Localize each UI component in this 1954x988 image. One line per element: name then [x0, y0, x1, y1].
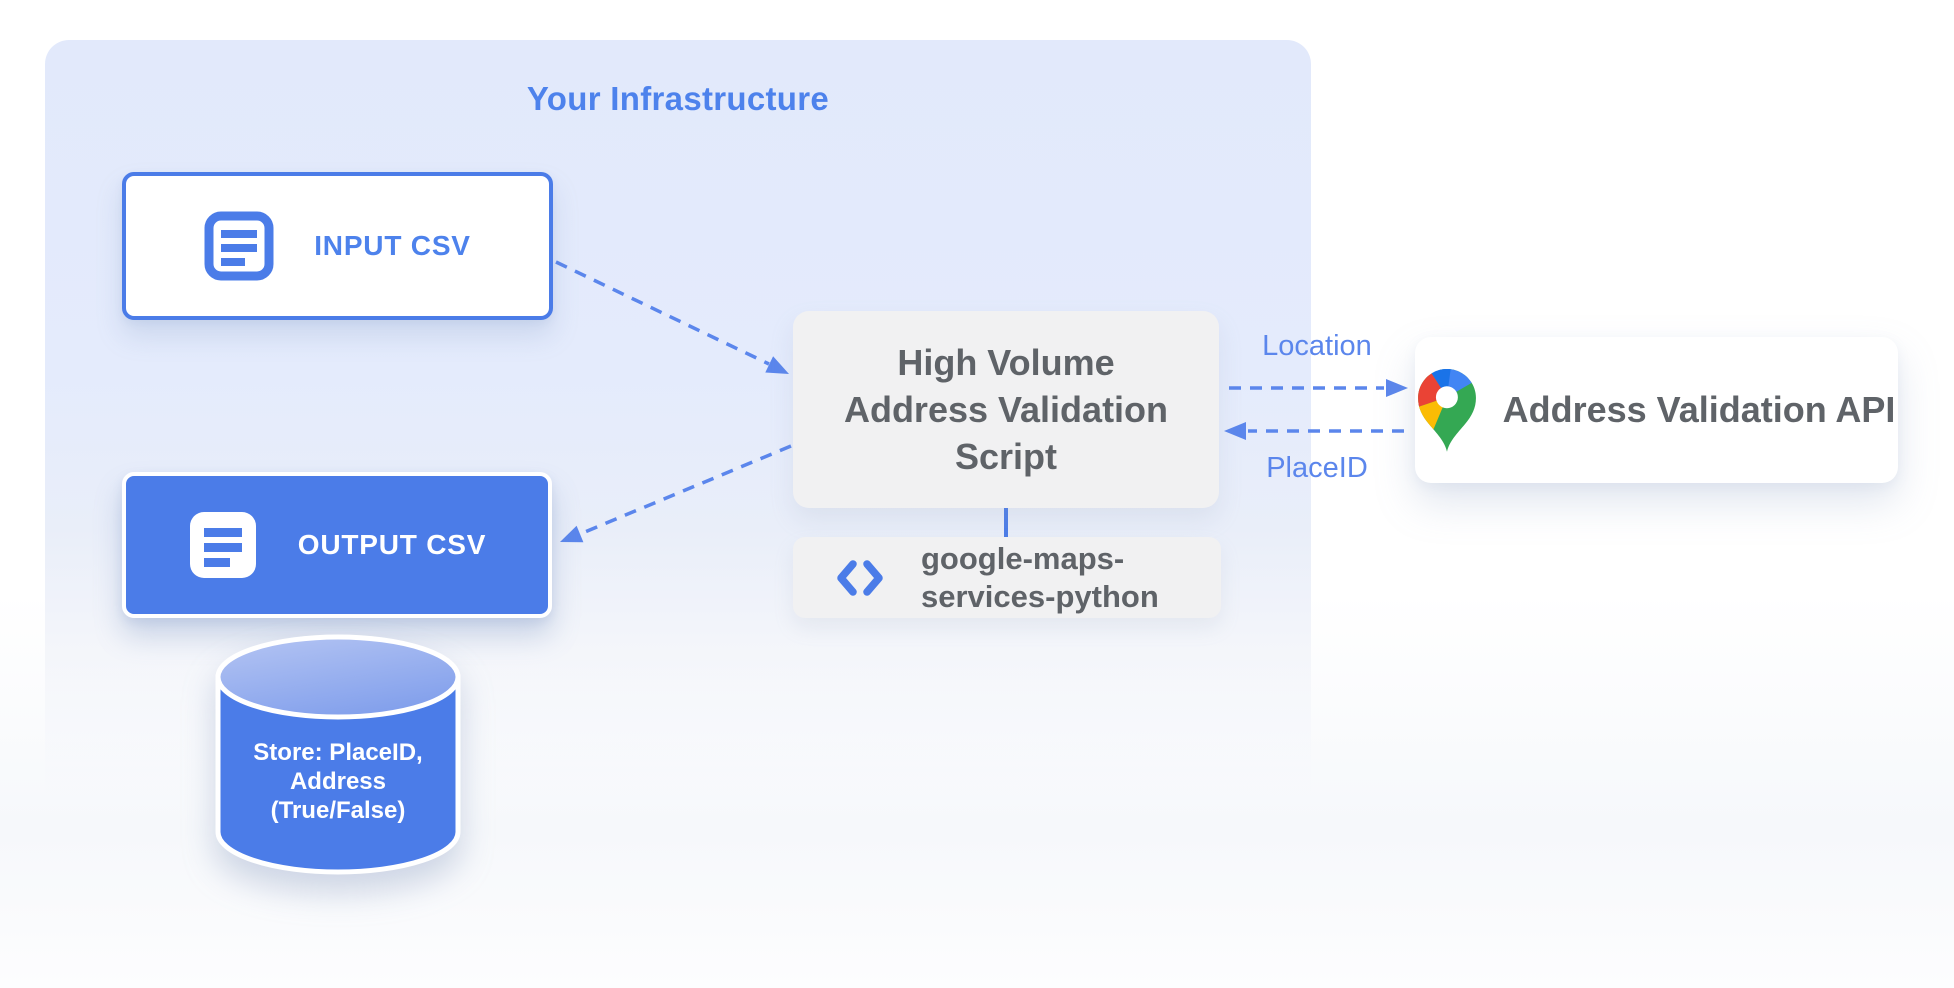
csv-document-icon: [204, 211, 274, 281]
arrowhead-api-to-script: [1224, 422, 1246, 440]
library-node: google-maps- services-python: [793, 537, 1221, 618]
database-cylinder-icon: [215, 634, 461, 875]
script-node: High Volume Address Validation Script: [793, 311, 1219, 508]
library-line: services-python: [921, 578, 1159, 614]
csv-document-icon: [189, 512, 256, 578]
library-line: google-maps-: [921, 540, 1125, 576]
database-line: (True/False): [270, 797, 406, 824]
arrow-script-to-output: [579, 444, 792, 536]
database-line: Address: [289, 768, 387, 795]
api-label: Address Validation API: [1502, 389, 1896, 430]
output-csv-label: OUTPUT CSV: [297, 529, 487, 560]
arrowhead-script-to-api: [1386, 379, 1408, 397]
script-line: High Volume: [897, 342, 1115, 383]
code-icon: [837, 559, 883, 596]
placeid-edge-label: PlaceID: [1266, 452, 1368, 484]
arrowhead-script-to-output: [560, 525, 584, 543]
script-library-connector: [1004, 508, 1008, 538]
database-label: Store: PlaceID, Address (True/False): [210, 738, 466, 825]
infrastructure-title: Your Infrastructure: [526, 80, 830, 117]
database-line: Store: PlaceID,: [253, 739, 423, 766]
library-label: google-maps- services-python: [921, 540, 1159, 616]
script-line: Script: [954, 436, 1058, 477]
google-maps-pin-icon: [1417, 368, 1476, 452]
arrowhead-input-to-script: [765, 356, 789, 374]
location-edge-label: Location: [1262, 330, 1372, 362]
arrow-input-to-script: [555, 260, 770, 366]
output-csv-node: OUTPUT CSV: [122, 472, 552, 618]
input-csv-label: INPUT CSV: [314, 230, 471, 261]
input-csv-node: INPUT CSV: [122, 172, 553, 320]
api-node: Address Validation API: [1415, 337, 1898, 483]
script-line: Address Validation: [843, 389, 1169, 430]
